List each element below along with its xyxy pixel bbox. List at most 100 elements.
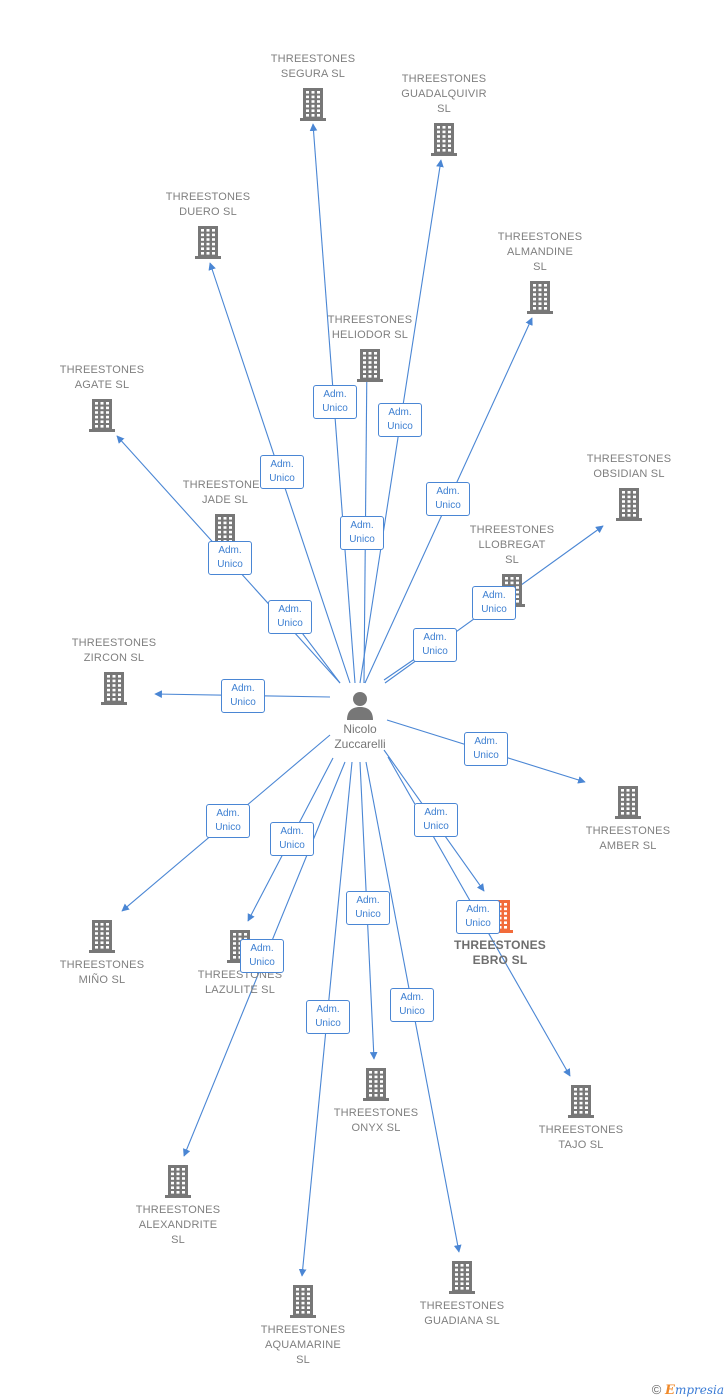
- role-badge-heliodor[interactable]: Adm.Unico: [340, 516, 384, 550]
- company-node-jade[interactable]: THREESTONES JADE SL: [160, 478, 290, 547]
- role-badge-line1: Adm.: [270, 459, 294, 470]
- building-icon: [89, 399, 115, 432]
- role-badge-line2: Unico: [279, 840, 305, 851]
- role-badge-amber[interactable]: Adm. Unico: [464, 732, 508, 766]
- role-badge-line1: Adm.: [356, 895, 380, 906]
- role-badge-line2: Unico: [465, 918, 491, 929]
- company-label-almandine: THREESTONES ALMANDINE SL: [497, 231, 583, 273]
- role-badge-line2: Unico: [249, 957, 275, 968]
- role-badge-mino[interactable]: Adm.Unico: [206, 804, 250, 838]
- building-icon: [363, 1068, 389, 1101]
- role-badge-agate[interactable]: Adm.Unico: [208, 541, 252, 575]
- company-label-aquamarine: THREESTONES AQUAMARINE SL: [260, 1324, 346, 1366]
- brand-name: mpresia: [674, 1383, 724, 1397]
- company-label-guadiana: THREESTONES GUADIANA SL: [419, 1300, 505, 1327]
- building-icon: [527, 281, 553, 314]
- building-icon: [300, 88, 326, 121]
- company-label-tajo: THREESTONES TAJO SL: [538, 1124, 624, 1151]
- role-badge-alexandrite[interactable]: Adm. Unico: [240, 939, 284, 973]
- role-badge-line2: Unico: [217, 559, 243, 570]
- company-node-amber[interactable]: THREESTONES AMBER SL: [563, 784, 693, 854]
- role-badge-line1: Adm.: [280, 826, 304, 837]
- company-node-aquamarine[interactable]: THREESTONES AQUAMARINE SL: [238, 1283, 368, 1368]
- company-node-alexandrite[interactable]: THREESTONES ALEXANDRITE SL: [113, 1163, 243, 1248]
- role-badge-tajo[interactable]: Adm. Unico: [456, 900, 500, 934]
- role-badge-line1: Adm.: [400, 992, 424, 1003]
- role-badge-line1: Adm.: [388, 407, 412, 418]
- company-label-segura: THREESTONES SEGURA SL: [270, 53, 356, 80]
- role-badge-guadalquivir[interactable]: Adm. Unico: [378, 403, 422, 437]
- role-badge-line2: Unico: [315, 1018, 341, 1029]
- company-node-guadalquivir[interactable]: THREESTONES GUADALQUIVIR SL: [379, 72, 509, 156]
- role-badge-line1: Adm.: [482, 590, 506, 601]
- role-badge-line1: Adm.: [278, 604, 302, 615]
- role-badge-zircon[interactable]: Adm.Unico: [221, 679, 265, 713]
- person-name: Nicolo Zuccarelli: [334, 722, 386, 751]
- role-badge-line2: Unico: [349, 534, 375, 545]
- role-badge-line2: Unico: [269, 473, 295, 484]
- copyright-symbol: ©: [651, 1382, 662, 1397]
- company-node-tajo[interactable]: THREESTONES TAJO SL: [516, 1083, 646, 1153]
- role-badge-segura[interactable]: Adm. Unico: [313, 385, 357, 419]
- building-icon: [568, 1085, 594, 1118]
- role-badge-line2: Unico: [355, 909, 381, 920]
- role-badge-line1: Adm.: [316, 1004, 340, 1015]
- company-node-ebro[interactable]: THREESTONES EBRO SL: [435, 898, 565, 968]
- role-badge-line2: Unico: [435, 500, 461, 511]
- company-node-mino[interactable]: THREESTONES MIÑO SL: [37, 918, 167, 988]
- role-badge-line2: Unico: [399, 1006, 425, 1017]
- building-icon: [195, 226, 221, 259]
- company-label-agate: THREESTONES AGATE SL: [59, 364, 145, 391]
- role-badge-line1: Adm.: [474, 736, 498, 747]
- company-node-agate[interactable]: THREESTONES AGATE SL: [37, 363, 167, 432]
- company-label-amber: THREESTONES AMBER SL: [585, 825, 671, 852]
- company-label-ebro: THREESTONES EBRO SL: [454, 938, 546, 967]
- role-badge-almandine[interactable]: Adm.Unico: [426, 482, 470, 516]
- role-badge-line2: Unico: [277, 618, 303, 629]
- building-icon: [101, 672, 127, 705]
- building-icon: [431, 123, 457, 156]
- building-icon: [89, 920, 115, 953]
- person-node[interactable]: Nicolo Zuccarelli: [330, 690, 390, 752]
- role-badge-llobregat[interactable]: Adm. Unico: [413, 628, 457, 662]
- role-badge-line1: Adm.: [250, 943, 274, 954]
- company-label-obsidian: THREESTONES OBSIDIAN SL: [586, 453, 672, 480]
- role-badge-line2: Unico: [215, 822, 241, 833]
- company-node-zircon[interactable]: THREESTONES ZIRCON SL: [49, 636, 179, 705]
- company-node-almandine[interactable]: THREESTONES ALMANDINE SL: [475, 230, 605, 314]
- role-badge-line1: Adm.: [423, 632, 447, 643]
- role-badge-duero[interactable]: Adm. Unico: [260, 455, 304, 489]
- company-label-onyx: THREESTONES ONYX SL: [333, 1107, 419, 1134]
- role-badge-jade[interactable]: Adm. Unico: [268, 600, 312, 634]
- role-badge-obsidian[interactable]: Adm. Unico: [472, 586, 516, 620]
- role-badge-line2: Unico: [387, 421, 413, 432]
- role-badge-line2: Unico: [481, 604, 507, 615]
- company-node-llobregat[interactable]: THREESTONES LLOBREGAT SL: [447, 523, 577, 607]
- role-badge-line1: Adm.: [323, 389, 347, 400]
- role-badge-lazulite[interactable]: Adm. Unico: [270, 822, 314, 856]
- building-icon: [357, 349, 383, 382]
- company-label-duero: THREESTONES DUERO SL: [165, 191, 251, 218]
- building-icon: [165, 1165, 191, 1198]
- role-badge-ebro[interactable]: Adm.Unico: [414, 803, 458, 837]
- role-badge-line1: Adm.: [424, 807, 448, 818]
- role-badge-line2: Unico: [322, 403, 348, 414]
- role-badge-line2: Unico: [422, 646, 448, 657]
- person-icon: [347, 692, 373, 720]
- building-icon: [616, 488, 642, 521]
- company-node-obsidian[interactable]: THREESTONES OBSIDIAN SL: [564, 452, 694, 521]
- company-node-heliodor[interactable]: THREESTONES HELIODOR SL: [305, 313, 435, 382]
- company-node-guadiana[interactable]: THREESTONES GUADIANA SL: [397, 1259, 527, 1329]
- role-badge-guadiana[interactable]: Adm. Unico: [390, 988, 434, 1022]
- company-node-onyx[interactable]: THREESTONES ONYX SL: [311, 1066, 441, 1136]
- company-label-alexandrite: THREESTONES ALEXANDRITE SL: [135, 1204, 221, 1246]
- role-badge-line1: Adm.: [466, 904, 490, 915]
- building-icon: [290, 1285, 316, 1318]
- role-badge-aquamarine[interactable]: Adm. Unico: [306, 1000, 350, 1034]
- company-node-duero[interactable]: THREESTONES DUERO SL: [143, 190, 273, 259]
- role-badge-line2: Unico: [473, 750, 499, 761]
- role-badge-onyx[interactable]: Adm. Unico: [346, 891, 390, 925]
- company-label-jade: THREESTONES JADE SL: [182, 479, 268, 506]
- company-node-segura[interactable]: THREESTONES SEGURA SL: [248, 52, 378, 121]
